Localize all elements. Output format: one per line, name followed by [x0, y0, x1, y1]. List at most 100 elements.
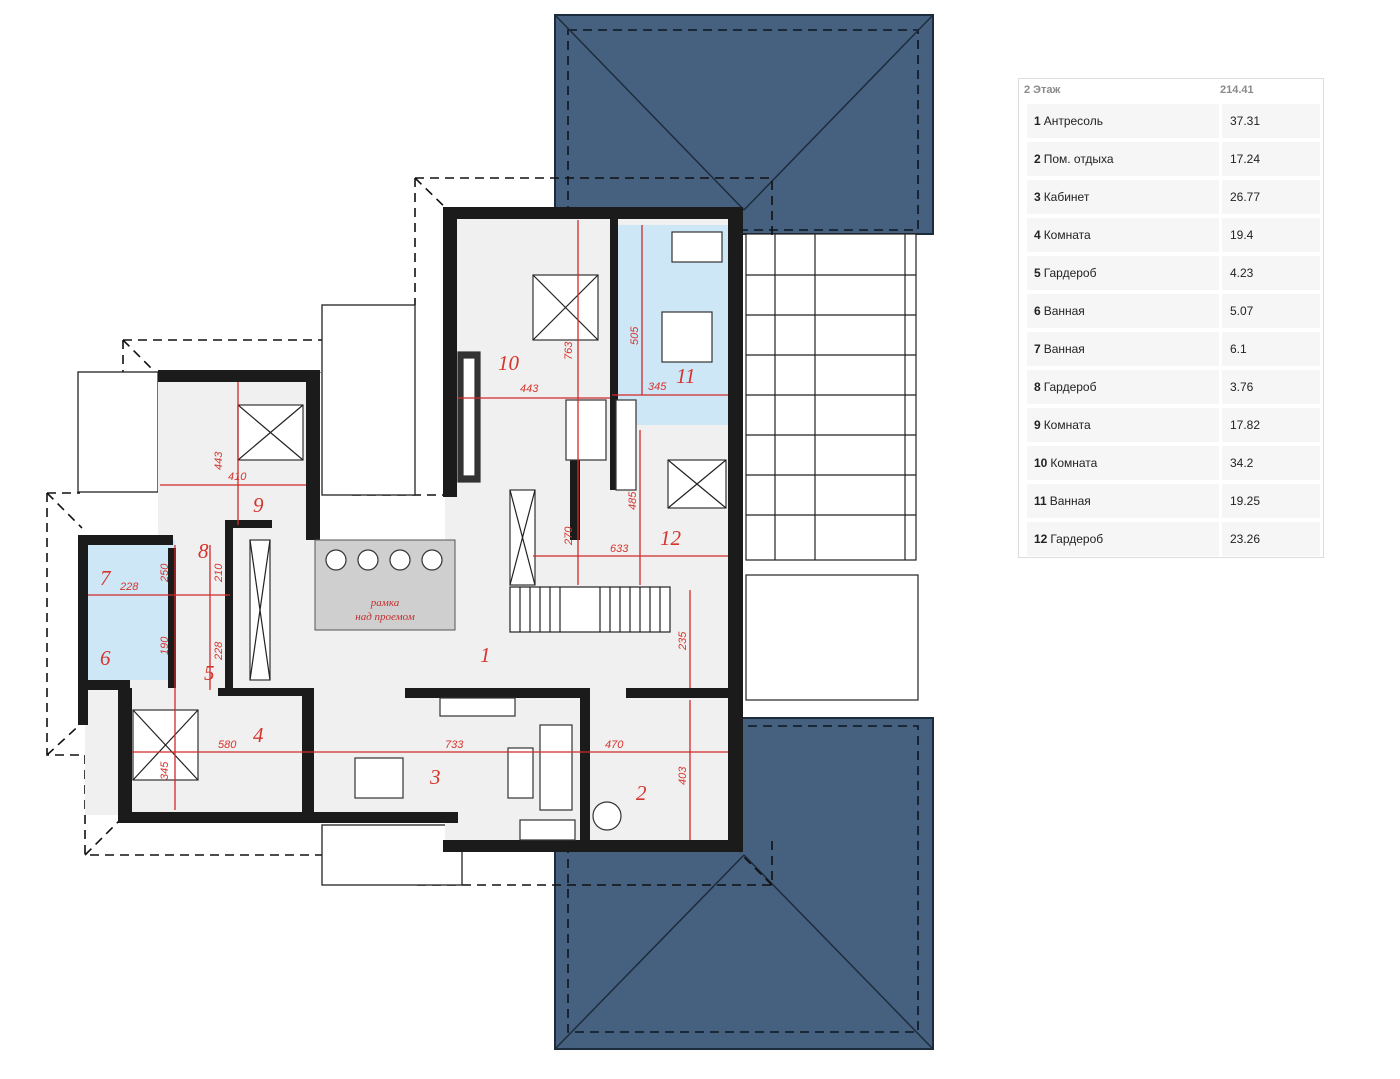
- room-name: Гардероб: [1043, 380, 1097, 394]
- room-area: 19.25: [1222, 484, 1320, 518]
- floor-label: 2 Этаж: [1024, 84, 1061, 96]
- staircase: [509, 586, 671, 633]
- room-name: Комната: [1043, 228, 1091, 242]
- dimension-label: 633: [610, 543, 629, 555]
- dimension-label: 403: [677, 766, 689, 785]
- bathroom-6-7-tile: [85, 540, 175, 680]
- room-name: Комната: [1050, 456, 1098, 470]
- room-area: 3.76: [1222, 370, 1320, 404]
- dimension-label: 485: [627, 491, 639, 510]
- dimension-label: 443: [213, 451, 225, 470]
- room-label-8: 8: [198, 539, 209, 563]
- room-number: 6: [1034, 304, 1041, 318]
- dimension-label: 190: [159, 636, 171, 655]
- room-name: Ванная: [1043, 304, 1085, 318]
- void-opening: рамка над проемом: [314, 539, 456, 631]
- balcony-upper-left: [77, 371, 159, 493]
- room-area: 34.2: [1222, 446, 1320, 480]
- room-label-9: 9: [253, 493, 264, 517]
- room-area: 19.4: [1222, 218, 1320, 252]
- room-number: 11: [1034, 494, 1047, 508]
- dimension-label: 270: [563, 526, 575, 546]
- room-number: 2: [1034, 152, 1041, 166]
- dimension-label: 228: [213, 641, 225, 661]
- dimension-label: 733: [445, 739, 464, 751]
- room-area: 37.31: [1222, 104, 1320, 138]
- room-area: 4.23: [1222, 256, 1320, 290]
- room-labels: 1 2 3 4 5 6 7 8 9 10 11 12: [100, 351, 695, 805]
- dimension-label: 505: [629, 326, 641, 345]
- room-number: 12: [1034, 532, 1048, 546]
- dimension-label: 580: [218, 739, 237, 751]
- dimension-label: 470: [605, 739, 624, 751]
- total-area: 214.41: [1220, 84, 1254, 96]
- balcony-left: [321, 304, 416, 496]
- table-header: 2 Этаж 214.41: [1019, 79, 1323, 101]
- void-note-line-1: рамка: [370, 597, 400, 609]
- room-number: 3: [1034, 190, 1041, 204]
- room-label-4: 4: [253, 723, 264, 747]
- room-label-10: 10: [498, 351, 520, 375]
- room-number: 9: [1034, 418, 1041, 432]
- floor-plan: рамка над проемом: [46, 14, 934, 1050]
- furniture: [132, 231, 727, 841]
- room-area: 26.77: [1222, 180, 1320, 214]
- dimension-label: 210: [213, 563, 225, 583]
- room-name: Ванная: [1049, 494, 1091, 508]
- room-label-12: 12: [660, 526, 682, 550]
- terrace-grid: [745, 233, 919, 701]
- room-area: 6.1: [1222, 332, 1320, 366]
- room-name: Пом. отдыха: [1043, 152, 1114, 166]
- room-number: 4: [1034, 228, 1041, 242]
- dimension-label: 443: [520, 383, 539, 395]
- void-note-line-2: над проемом: [355, 611, 415, 623]
- room-label-5: 5: [204, 661, 215, 685]
- room-number: 5: [1034, 266, 1041, 280]
- room-label-7: 7: [100, 566, 112, 590]
- room-name: Комната: [1043, 418, 1091, 432]
- room-area: 23.26: [1222, 522, 1320, 556]
- room-area: 17.82: [1222, 408, 1320, 442]
- dimension-label: 250: [159, 563, 171, 583]
- dimension-label: 345: [648, 381, 667, 393]
- room-label-3: 3: [429, 765, 441, 789]
- room-label-2: 2: [636, 781, 647, 805]
- roof-top: [554, 14, 934, 235]
- room-number: 7: [1034, 342, 1041, 356]
- room-name: Гардероб: [1050, 532, 1104, 546]
- dimension-labels: 443 763 443 345 505 485 270 633 410 443 …: [119, 326, 689, 785]
- room-number: 1: [1034, 114, 1041, 128]
- dimension-label: 410: [228, 471, 247, 483]
- dimension-label: 345: [159, 761, 171, 780]
- room-name: Кабинет: [1043, 190, 1090, 204]
- walls: [78, 207, 743, 852]
- dimension-label: 763: [563, 341, 575, 360]
- room-number: 8: [1034, 380, 1041, 394]
- room-name: Ванная: [1043, 342, 1085, 356]
- porch-bottom: [321, 824, 463, 886]
- dimension-lines: [88, 220, 728, 840]
